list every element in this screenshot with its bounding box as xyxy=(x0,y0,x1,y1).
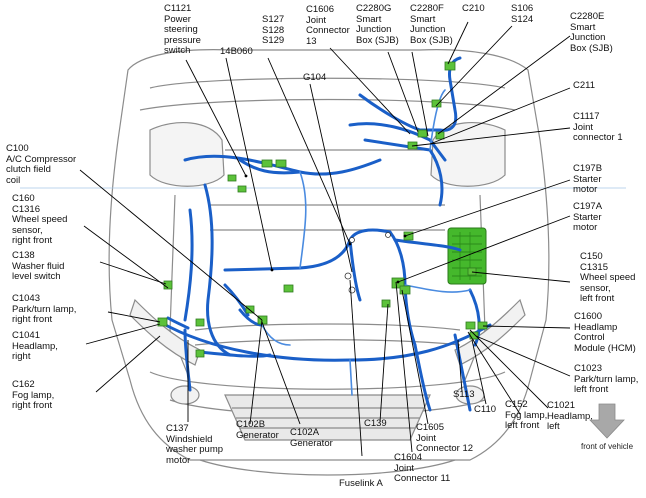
label-c139: C139 xyxy=(364,418,387,429)
label-c1043: C1043 Park/turn lamp, right front xyxy=(12,293,77,325)
label-c1121: C1121 Power steering pressure switch xyxy=(164,3,201,56)
label-c150-c1315: C150 C1315 Wheel speed sensor, left fron… xyxy=(580,251,636,304)
wiring-harness xyxy=(158,56,492,412)
label-s106-s124: S106 S124 xyxy=(511,3,534,25)
leader-lines xyxy=(79,21,571,457)
label-c100: C100 A/C Compressor clutch field coil xyxy=(6,143,77,186)
connector-marks xyxy=(344,232,391,294)
label-c1023: C1023 Park/turn lamp, left front xyxy=(574,363,639,395)
label-14b060: 14B060 xyxy=(220,46,253,57)
label-c1600: C1600 Headlamp Control Module (HCM) xyxy=(574,311,636,354)
label-c110: C110 xyxy=(474,404,497,415)
front-of-vehicle-indicator: front of vehicle xyxy=(572,402,642,482)
label-c2280f: C2280F Smart Junction Box (SJB) xyxy=(410,3,453,46)
label-c1604: C1604 Joint Connector 11 xyxy=(394,452,451,484)
label-c1041: C1041 Headlamp, right xyxy=(12,330,58,362)
label-c162: C162 Fog lamp, right front xyxy=(12,379,55,411)
label-c2280e: C2280E Smart Junction Box (SJB) xyxy=(570,11,613,54)
label-s127-s128-s129: S127 S128 S129 xyxy=(262,14,285,46)
leader-dots xyxy=(244,174,407,284)
label-c160-c1316: C160 C1316 Wheel speed sensor, right fro… xyxy=(12,193,68,246)
label-c137: C137 Windshield washer pump motor xyxy=(166,423,224,466)
label-c138: C138 Washer fluid level switch xyxy=(12,250,65,282)
label-c102a: C102A Generator xyxy=(290,427,333,449)
label-c1605: C1605 Joint Connector 12 xyxy=(416,422,474,454)
label-c1606: C1606 Joint Connector 13 xyxy=(306,4,350,47)
label-c102b: C102B Generator xyxy=(236,419,279,441)
down-arrow-icon xyxy=(589,403,625,439)
label-c211: C211 xyxy=(573,80,596,91)
front-of-vehicle-label: front of vehicle xyxy=(580,442,634,451)
label-fuselink-a: Fuselink A xyxy=(339,478,383,489)
label-s113: S113 xyxy=(453,389,475,400)
label-c197b: C197B Starter motor xyxy=(573,163,603,195)
label-c1117: C1117 Joint connector 1 xyxy=(573,111,623,143)
label-g104: G104 xyxy=(303,72,327,83)
label-c152: C152 Fog lamp, left front xyxy=(505,399,548,431)
label-c1021: C1021 Headlamp, left xyxy=(547,400,593,432)
label-c197a: C197A Starter motor xyxy=(573,201,603,233)
label-c210: C210 xyxy=(462,3,485,14)
label-c2280g: C2280G Smart Junction Box (SJB) xyxy=(356,3,399,46)
vehicle-body xyxy=(108,49,550,476)
